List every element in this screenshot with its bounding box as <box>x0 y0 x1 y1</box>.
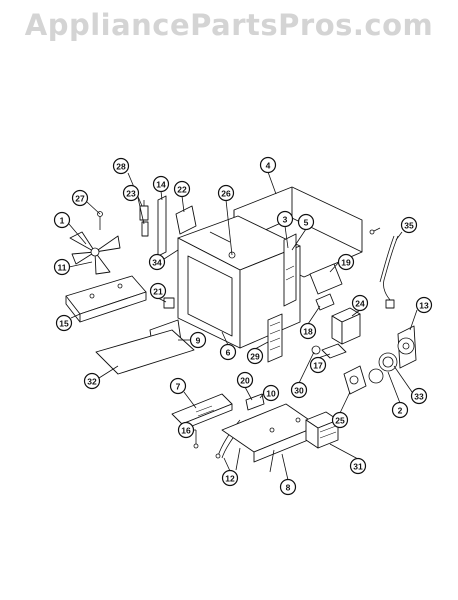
callout-4: 4 <box>259 156 277 174</box>
bracket-21 <box>163 297 175 309</box>
callout-label: 32 <box>87 377 97 387</box>
callout-label: 33 <box>414 392 424 402</box>
callout-31: 31 <box>349 457 367 475</box>
callout-label: 30 <box>294 386 304 396</box>
callout-label: 27 <box>75 194 85 204</box>
transformer-31 <box>305 411 339 449</box>
callout-16: 16 <box>177 421 195 439</box>
callout-30: 30 <box>290 381 308 399</box>
callout-layer: 1234567891011121314151617181920212223242… <box>53 156 433 496</box>
callout-6: 6 <box>219 343 237 361</box>
callout-12: 12 <box>221 469 239 487</box>
callout-label: 25 <box>335 416 345 426</box>
callout-label: 21 <box>153 287 163 297</box>
callout-label: 31 <box>353 462 363 472</box>
callout-13: 13 <box>415 296 433 314</box>
callout-19: 19 <box>337 253 355 271</box>
screw-16 <box>193 430 199 449</box>
callout-label: 2 <box>398 406 403 416</box>
callout-1: 1 <box>53 211 71 229</box>
callout-label: 29 <box>250 352 260 362</box>
callout-32: 32 <box>83 372 101 390</box>
callout-18: 18 <box>299 322 317 340</box>
callout-label: 23 <box>126 189 136 199</box>
fan-blade <box>69 231 121 275</box>
callout-35: 35 <box>400 216 418 234</box>
bottom-plate-32 <box>95 329 195 375</box>
callout-23: 23 <box>122 184 140 202</box>
part-19 <box>315 293 335 311</box>
callout-label: 20 <box>240 376 250 386</box>
side-bracket <box>283 233 297 307</box>
bracket-14 <box>157 195 167 257</box>
callout-label: 4 <box>266 161 271 171</box>
callout-label: 9 <box>196 336 201 346</box>
callout-8: 8 <box>279 478 297 496</box>
fuse-18 <box>309 263 343 295</box>
latch-23 <box>141 221 149 237</box>
callout-label: 11 <box>58 263 67 273</box>
callout-label: 13 <box>419 301 429 311</box>
bracket-22 <box>175 205 197 235</box>
motor-gear-33 <box>368 352 398 384</box>
callout-label: 14 <box>156 180 166 190</box>
base-plate-8 <box>221 403 319 473</box>
callout-label: 24 <box>355 299 365 309</box>
callout-10: 10 <box>262 384 280 402</box>
capacitor-24 <box>331 307 361 345</box>
callout-label: 22 <box>177 185 187 195</box>
callout-label: 16 <box>181 426 191 436</box>
blower-housing-13 <box>397 325 417 369</box>
hinge-20 <box>245 393 265 411</box>
screw-27 <box>97 211 103 230</box>
motor-25 <box>343 365 367 395</box>
callout-label: 6 <box>226 348 231 358</box>
callout-label: 28 <box>116 162 126 172</box>
callout-34: 34 <box>148 253 166 271</box>
callout-24: 24 <box>351 294 369 312</box>
control-panel <box>267 313 283 363</box>
callout-17: 17 <box>309 356 327 374</box>
callout-27: 27 <box>71 189 89 207</box>
callout-29: 29 <box>246 347 264 365</box>
callout-2: 2 <box>391 401 409 419</box>
callout-label: 15 <box>59 319 69 329</box>
callout-label: 26 <box>221 189 231 199</box>
callout-label: 3 <box>283 215 288 225</box>
callout-7: 7 <box>169 377 187 395</box>
callout-label: 35 <box>404 221 414 231</box>
callout-14: 14 <box>152 175 170 193</box>
callout-9: 9 <box>189 331 207 349</box>
callout-label: 34 <box>152 258 162 268</box>
callout-label: 1 <box>60 216 65 226</box>
callout-label: 18 <box>303 327 313 337</box>
power-cord-35 <box>379 235 399 309</box>
callout-label: 10 <box>266 389 276 399</box>
callout-label: 5 <box>304 218 309 228</box>
relay-17 <box>321 343 347 359</box>
callout-11: 11 <box>53 258 71 276</box>
switch-28 <box>139 200 149 221</box>
callout-label: 12 <box>225 474 235 484</box>
callout-label: 7 <box>176 382 181 392</box>
callout-3: 3 <box>276 210 294 228</box>
callout-22: 22 <box>173 180 191 198</box>
callout-label: 17 <box>313 361 323 371</box>
callout-26: 26 <box>217 184 235 202</box>
callout-label: 8 <box>286 483 291 493</box>
callout-20: 20 <box>236 371 254 389</box>
watermark-text: AppliancePartsPros.com <box>24 8 434 42</box>
callout-28: 28 <box>112 157 130 175</box>
callout-5: 5 <box>297 213 315 231</box>
oven-cavity <box>177 215 301 349</box>
callout-label: 19 <box>341 258 351 268</box>
callout-33: 33 <box>410 387 428 405</box>
callout-21: 21 <box>149 282 167 300</box>
callout-25: 25 <box>331 411 349 429</box>
callout-15: 15 <box>55 314 73 332</box>
screw-top <box>369 227 381 235</box>
